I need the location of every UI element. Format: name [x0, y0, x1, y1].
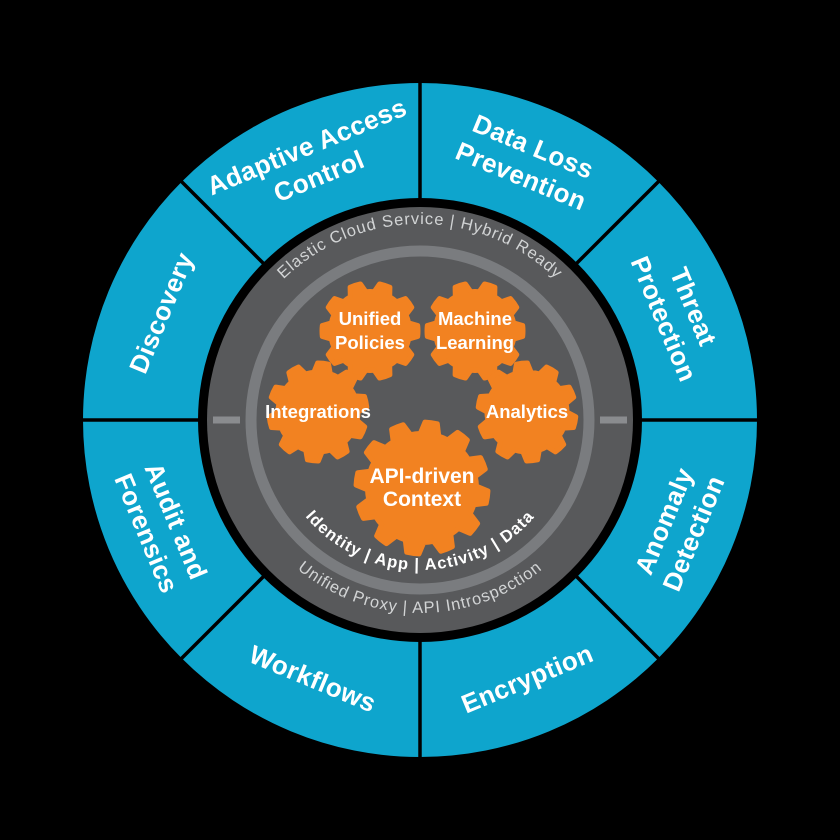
segment-audit-and-forensics [83, 420, 264, 659]
core-inner-ring [245, 245, 595, 595]
core-disc [207, 207, 633, 633]
gear-icon [424, 281, 526, 381]
segment-adaptive-access-control [181, 83, 420, 264]
segment-data-loss-prevention [420, 83, 659, 264]
gear-icon [353, 419, 491, 557]
gear-icon [475, 360, 579, 464]
segment-threat-protection [576, 181, 757, 420]
gear-label: Integrations [265, 401, 371, 422]
gear-analytics: Analytics [475, 360, 579, 464]
segment-divider [178, 573, 267, 662]
segment-divider [178, 178, 267, 267]
segment-anomaly-detection [576, 420, 757, 659]
segment-workflows [181, 576, 420, 757]
gear-icon [319, 281, 421, 381]
gear-integrations: Integrations [265, 360, 371, 464]
segment-divider [573, 573, 662, 662]
segment-divider [573, 178, 662, 267]
gear-label: Analytics [486, 401, 568, 422]
core-right-tick [600, 416, 627, 424]
segment-discovery [83, 181, 264, 420]
core-left-tick [213, 416, 240, 424]
gear-icon [266, 360, 370, 464]
segment-encryption [420, 576, 659, 757]
